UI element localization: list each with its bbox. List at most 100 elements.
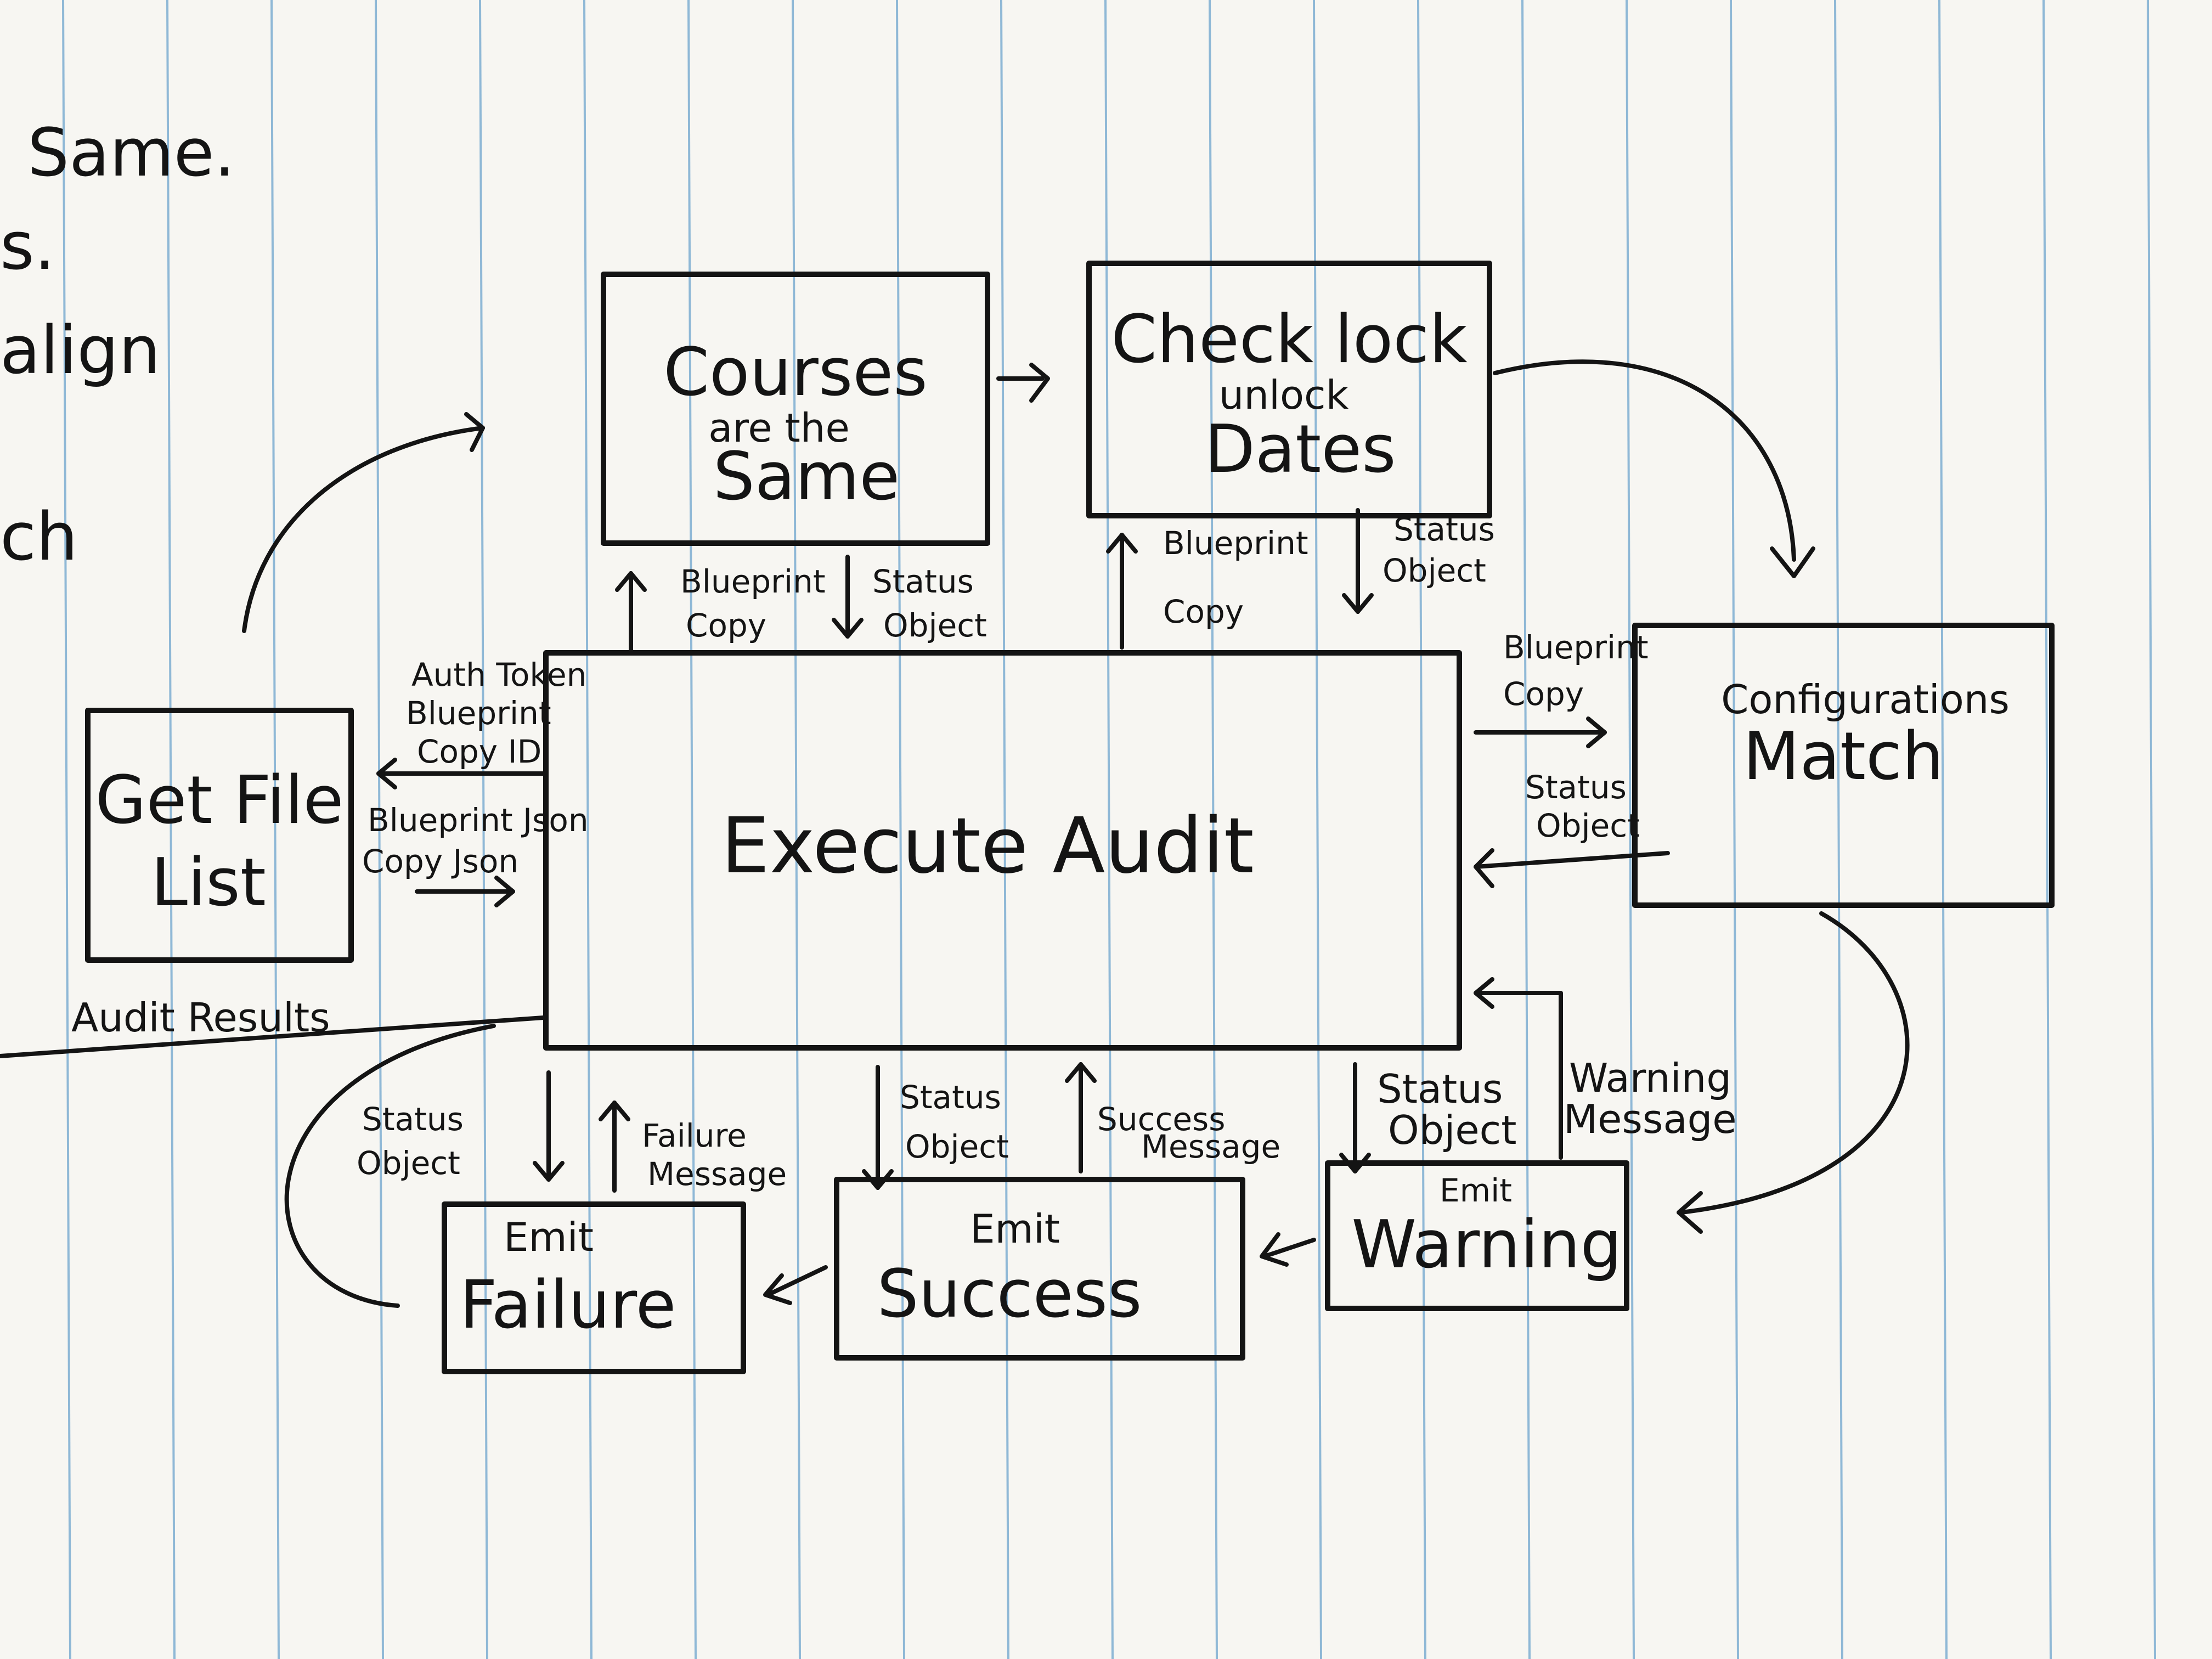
audit-results-line bbox=[0, 1015, 545, 1058]
execute-audit-label: Execute Audit bbox=[721, 802, 1254, 891]
success-down-line2: Object bbox=[905, 1128, 1009, 1165]
arrow-right-head bbox=[1586, 716, 1607, 748]
edge-courses-to-lock bbox=[996, 363, 1050, 403]
audit-results-label: Audit Results bbox=[71, 995, 330, 1041]
curve-head bbox=[1677, 1191, 1703, 1234]
arrow-down-head bbox=[533, 1161, 565, 1182]
arrow-up-head bbox=[1474, 977, 1494, 1009]
edge-check-lock: Blueprint Copy Status Object bbox=[1106, 508, 1495, 650]
emit-warning-line1: Emit bbox=[1440, 1172, 1512, 1209]
arrow-left-head bbox=[1260, 1232, 1289, 1267]
margin-note-align: align bbox=[0, 313, 160, 389]
arrow-up-line bbox=[1474, 991, 1563, 1160]
config-match-line2: Match bbox=[1743, 719, 1944, 795]
success-down-line1: Status bbox=[900, 1079, 1001, 1116]
edge-courses-same: Blueprint Copy Status Object bbox=[615, 555, 987, 655]
margin-note-s: s. bbox=[0, 208, 55, 285]
margin-notes: Same. s. align ch Audit Results bbox=[0, 115, 545, 1058]
node-emit-failure bbox=[442, 1201, 746, 1374]
edge-config-match: Blueprint Copy Status Object bbox=[1474, 629, 1670, 888]
getfile-in-line1: Auth Token bbox=[411, 656, 586, 693]
edge-emit-warning: Status Object Warning Message bbox=[1339, 977, 1737, 1173]
getfile-in-line3: Copy ID bbox=[417, 733, 541, 770]
lock-down-line2: Object bbox=[1383, 552, 1486, 589]
arrow-up-head bbox=[615, 571, 647, 592]
success-up-line2: Message bbox=[1141, 1128, 1280, 1165]
failure-up-line2: Message bbox=[647, 1155, 787, 1193]
edge-warning-to-success bbox=[1260, 1232, 1316, 1267]
config-out-line1: Status bbox=[1525, 769, 1627, 806]
courses-up-line2: Copy bbox=[686, 607, 766, 644]
arrow-left-head bbox=[1474, 848, 1494, 888]
edge-failure-to-results bbox=[284, 1024, 496, 1308]
curve-line bbox=[1679, 911, 1910, 1215]
warning-down-line2: Object bbox=[1388, 1107, 1517, 1153]
node-emit-success bbox=[834, 1177, 1245, 1361]
config-in-line1: Blueprint bbox=[1503, 629, 1649, 666]
success-up-line1: Success bbox=[1097, 1101, 1225, 1138]
config-out-line2: Object bbox=[1536, 807, 1640, 844]
node-configurations-match bbox=[1632, 623, 2055, 908]
arrow-left-line bbox=[1474, 851, 1670, 869]
edge-emit-failure: Status Object Failure Message bbox=[357, 1070, 787, 1193]
arrow-left-line bbox=[1262, 1238, 1316, 1259]
emit-failure-line1: Emit bbox=[504, 1214, 594, 1260]
courses-same-line3: Same bbox=[713, 439, 900, 515]
arrow-down-head bbox=[1339, 1153, 1371, 1173]
curve-line bbox=[242, 426, 485, 633]
arrow-down-head bbox=[862, 1169, 894, 1190]
courses-same-line2: are the bbox=[708, 405, 849, 451]
arrow-up-head bbox=[1106, 533, 1138, 554]
check-lock-line1: Check lock bbox=[1111, 302, 1468, 378]
edge-getfile-to-courses bbox=[242, 412, 485, 633]
lock-up-line1: Blueprint bbox=[1163, 524, 1308, 562]
warning-up-line1: Warning bbox=[1569, 1055, 1731, 1101]
warning-up-line2: Message bbox=[1564, 1096, 1737, 1142]
getfile-in-line2: Blueprint bbox=[406, 695, 551, 732]
edge-success-to-failure bbox=[763, 1265, 828, 1305]
arrow-left-line bbox=[766, 1265, 828, 1297]
courses-same-line1: Courses bbox=[663, 335, 927, 411]
curve-line bbox=[1493, 359, 1796, 562]
arrow-left-head bbox=[763, 1273, 792, 1305]
get-file-list-line2: List bbox=[151, 845, 266, 921]
emit-warning-line2: Warning bbox=[1351, 1207, 1622, 1283]
check-lock-line2: unlock bbox=[1219, 372, 1349, 418]
node-check-lock-dates bbox=[1086, 261, 1492, 518]
lock-down-line1: Status bbox=[1393, 511, 1495, 548]
curve-line bbox=[284, 1024, 496, 1308]
emit-success-line2: Success bbox=[877, 1256, 1142, 1333]
warning-down-line1: Status bbox=[1377, 1066, 1503, 1112]
arrow-down-head bbox=[832, 618, 864, 639]
edge-emit-success: Status Object Success Message bbox=[862, 1062, 1280, 1190]
courses-up-line1: Blueprint bbox=[680, 563, 826, 600]
node-execute-audit bbox=[543, 650, 1462, 1051]
courses-down-line1: Status bbox=[872, 563, 974, 600]
arrow-down-head bbox=[1342, 593, 1374, 614]
edge-get-file-list: Auth Token Blueprint Copy ID Blueprint J… bbox=[362, 656, 589, 907]
emit-success-line1: Emit bbox=[970, 1206, 1060, 1252]
edge-config-to-warning bbox=[1677, 911, 1910, 1234]
check-lock-line3: Dates bbox=[1204, 411, 1396, 488]
edge-lock-to-config bbox=[1493, 359, 1815, 578]
paper-rules bbox=[62, 0, 2156, 1659]
courses-down-line2: Object bbox=[883, 607, 987, 644]
node-emit-warning bbox=[1325, 1160, 1629, 1311]
margin-note-ch: ch bbox=[0, 499, 78, 575]
arrow-left-head bbox=[376, 758, 397, 789]
failure-up-line1: Failure bbox=[642, 1117, 747, 1154]
curve-head bbox=[1770, 546, 1815, 578]
arrow-right-head bbox=[494, 876, 515, 907]
node-courses-same bbox=[601, 272, 990, 546]
failure-down-line1: Status bbox=[362, 1101, 464, 1138]
emit-failure-line2: Failure bbox=[460, 1267, 676, 1344]
config-match-line1: Configurations bbox=[1721, 676, 2010, 723]
node-get-file-list bbox=[85, 708, 354, 963]
lock-up-line2: Copy bbox=[1163, 593, 1244, 630]
arrow-up-head bbox=[1065, 1062, 1097, 1083]
get-file-list-line1: Get File bbox=[95, 763, 344, 839]
arrow-up-head bbox=[599, 1101, 630, 1121]
failure-down-line2: Object bbox=[357, 1144, 460, 1182]
